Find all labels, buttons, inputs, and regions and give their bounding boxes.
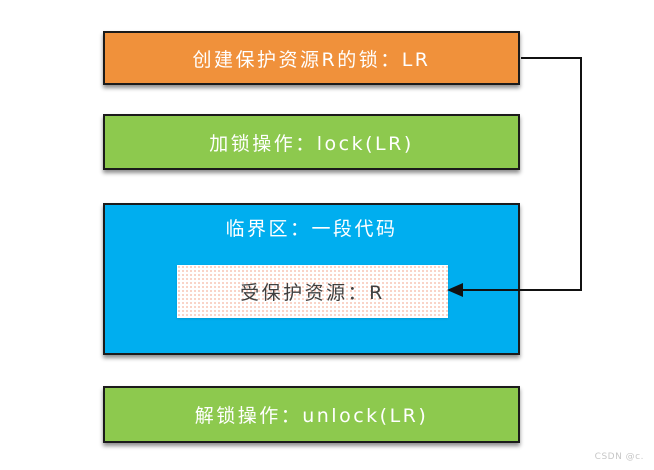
node-lock-operation-label: 加锁操作：lock(LR)	[209, 132, 414, 155]
node-unlock-operation: 解锁操作：unlock(LR)	[103, 386, 520, 443]
node-critical-section-label: 临界区：一段代码	[225, 218, 398, 240]
csdn-watermark: CSDN @c.	[594, 452, 644, 462]
node-protected-resource: 受保护资源：R	[177, 265, 448, 318]
node-create-lock: 创建保护资源R的锁：LR	[103, 31, 520, 85]
node-unlock-operation-label: 解锁操作：unlock(LR)	[194, 405, 429, 427]
node-critical-section: 临界区：一段代码 受保护资源：R	[103, 203, 520, 355]
node-protected-resource-label: 受保护资源：R	[240, 282, 385, 304]
node-create-lock-label: 创建保护资源R的锁：LR	[192, 48, 431, 71]
node-lock-operation: 加锁操作：lock(LR)	[103, 114, 520, 170]
